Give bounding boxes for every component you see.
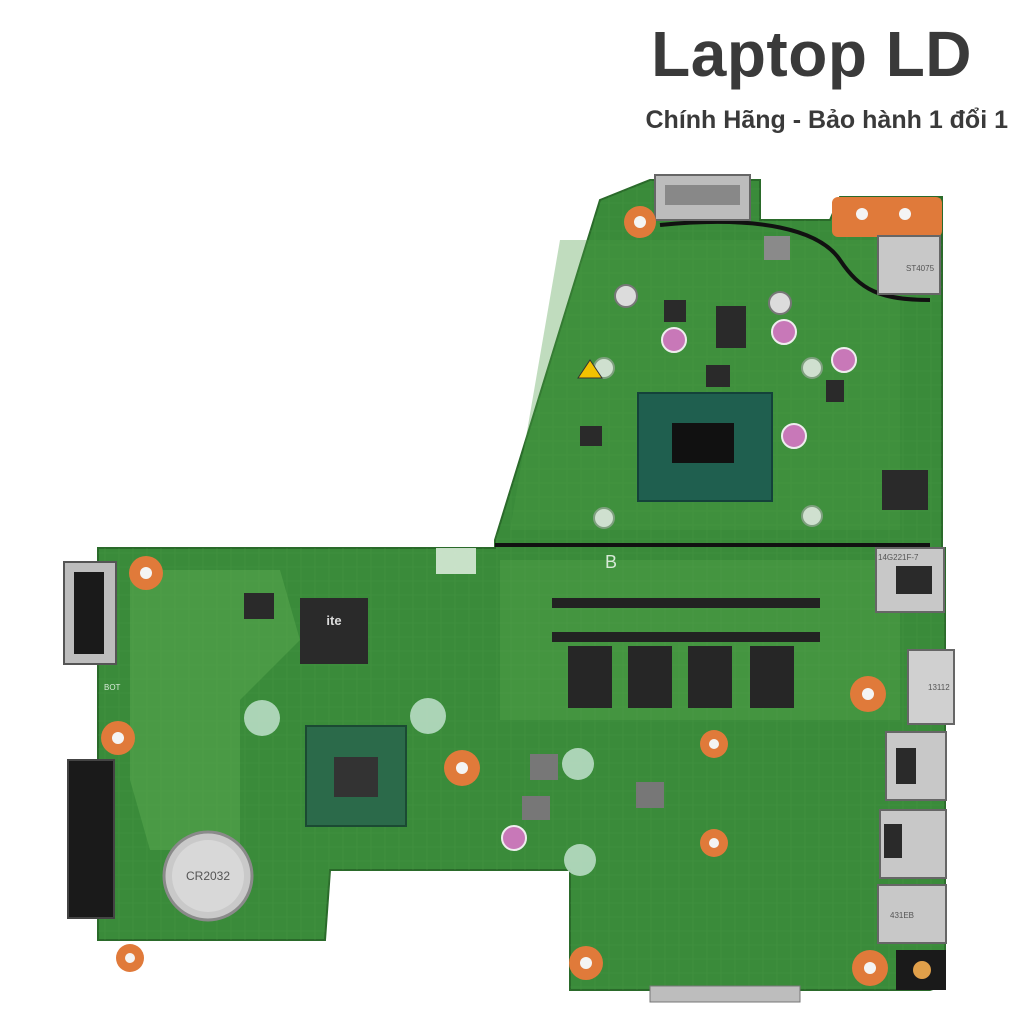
audio-jack [896,950,946,990]
usb-port-2 [879,809,947,879]
cpu-chip [637,392,773,502]
hdmi-port-code: 13112 [928,683,950,692]
ec-chip-logo: ite [326,613,341,628]
ram-slot-letter: B [605,552,617,572]
ram-area: B [552,552,820,708]
brand-title: Laptop LD [651,18,972,90]
lan-port: 14G221F-7 [875,547,945,613]
bot-label: BOT [104,683,121,692]
usb-port-code: 431EB [890,911,914,920]
power-jack-code: ST4075 [906,264,935,273]
lan-port-code: 14G221F-7 [878,553,919,562]
usb-port-1 [885,731,947,801]
coin-cell-label: CR2032 [186,869,230,883]
mounting-holes [101,197,942,986]
power-jack: ST4075 [877,235,941,295]
chipset [305,725,407,827]
hdd-connector [67,759,115,919]
cmos-battery: CR2032 [162,830,254,922]
sata-connector [63,561,117,665]
usb-port-3: 431EB [877,884,947,944]
brand-tagline: Chính Hãng - Bảo hành 1 đổi 1 [645,106,1009,134]
hdmi-port: 13112 [907,649,955,725]
battery-connector [654,174,751,221]
ec-chip: ite [300,598,368,664]
